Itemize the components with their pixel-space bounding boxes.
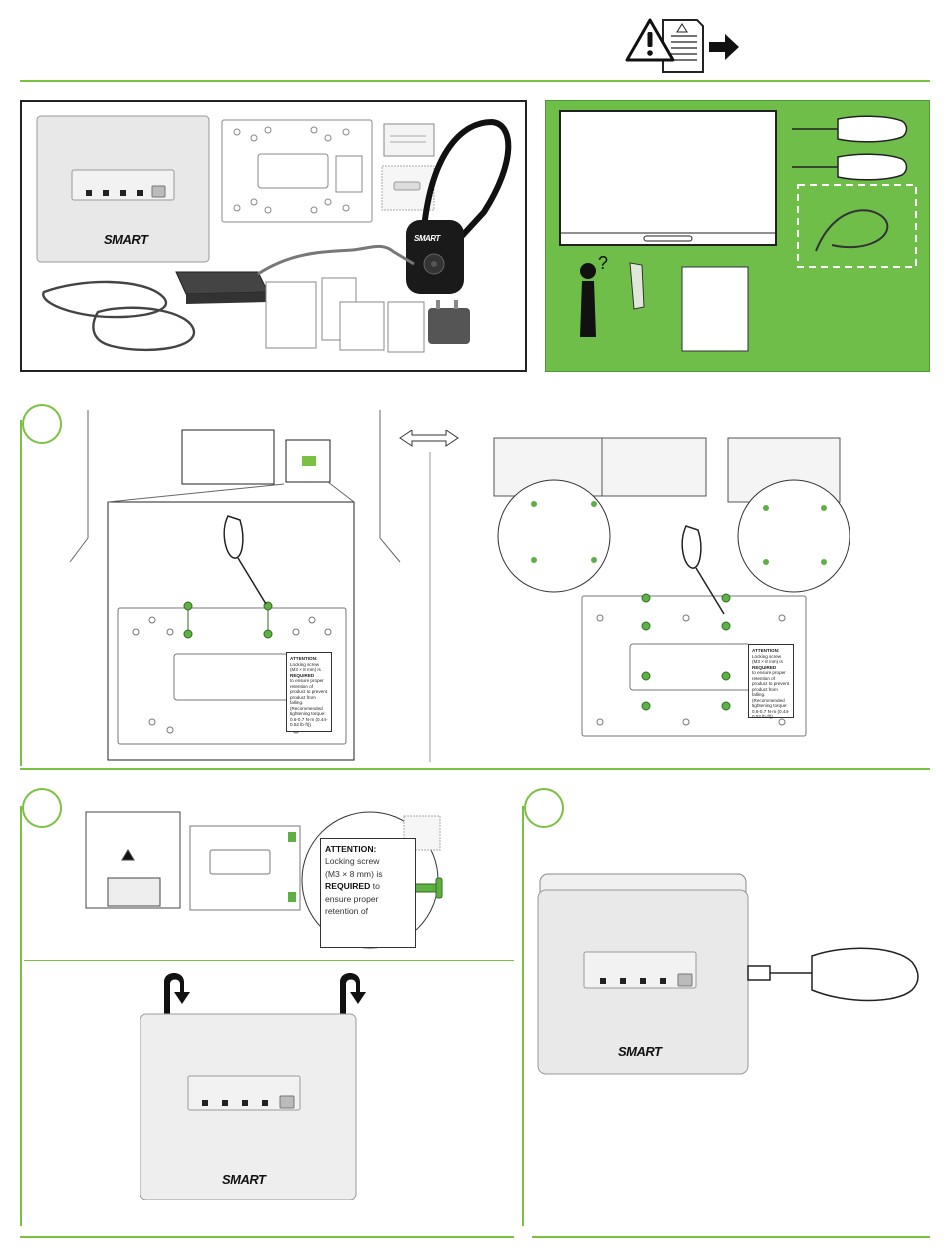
document-icon [662,19,704,73]
step-1-diagram: ATTENTION: Locking screw (M3 × 8 mm) is … [60,408,440,766]
label-card-illustration [383,123,435,157]
header-rule [20,80,930,82]
attention-line-4: to ensure proper retention of product to… [752,670,790,719]
attention-line-4: ensure proper [325,893,379,904]
display-illustration [559,110,777,246]
user-supplied-panel: ? [545,100,930,372]
brand-logo: SMART [104,232,148,247]
attention-line-2: (M3 × 8 mm) is [290,667,321,672]
attention-required: REQUIRED [325,881,371,892]
cables-illustration [42,280,196,352]
step-3-bottom-rule [532,1236,930,1238]
step-3-diagram: SMART [536,872,926,1080]
step-2-bottom-rule [20,1236,514,1238]
remote-lanyard-illustration [406,118,512,294]
step-1-bottom-rule [20,768,930,770]
step-2-rule [20,806,22,1226]
screw-green [641,593,731,711]
step-2-mount-diagram: SMART [139,968,380,1201]
attention-required: REQUIRED [290,672,315,678]
user-with-question-illustration: ? [580,253,645,337]
screwdriver-illustration [223,515,267,605]
documents-illustration [265,277,425,353]
step-2-mid-rule [24,960,514,961]
alternative-arrow [396,429,462,766]
wall-adapter-illustration [428,300,470,344]
zoom-circle [497,479,851,593]
appliance-back-view [85,811,181,909]
header-warning-graphic [625,14,745,76]
attention-line-5: retention of [325,906,368,917]
attention-label-large: ATTENTION: Locking screw (M3 × 8 mm) is … [320,838,416,948]
wall-mount-diagram [69,410,401,761]
warning-triangle-icon [625,18,675,62]
step-1-circle [22,404,62,444]
attention-line-1: Locking screw [290,661,320,667]
screwdriver-illustration [792,115,908,181]
attention-title: ATTENTION: [325,844,377,854]
brand-logo: SMART [618,1044,662,1059]
attention-line-2: (M3 × 8 mm) is [325,868,383,879]
attention-label-small: ATTENTION: Locking screw (M3 × 8 mm) is … [286,652,332,732]
attention-line-3: to [370,881,380,892]
screw-green [183,601,273,639]
attention-line-1: Locking screw [325,856,380,867]
step-1-rule [20,420,22,766]
step-2-circle [22,788,62,828]
locking-screw-illustration [409,877,443,899]
kit-contents-panel: SMART SMART [20,100,527,372]
attention-line-4: to ensure proper retention of product to… [290,678,328,727]
svg-text:?: ? [598,253,608,273]
bracket-attach [189,825,301,911]
screwdriver-illustration [681,525,725,615]
attention-title: ATTENTION: [752,648,780,653]
remote-brand-logo: SMART [414,234,440,243]
appliance-illustration [36,115,210,263]
rotate-arrow-icon [164,973,366,1018]
quick-start-guide-illustration [681,266,749,352]
step-1-alt-diagram: ATTENTION: Locking screw (M3 × 8 mm) is … [490,436,851,740]
screwdriver-illustration [747,947,919,1002]
brand-logo: SMART [222,1172,266,1187]
attention-line-2: (M3 × 8 mm) is [752,659,783,664]
step-2-diagram: ATTENTION: Locking screw (M3 × 8 mm) is … [80,806,460,954]
optional-cable-box [797,184,917,268]
attention-label-small-alt: ATTENTION: Locking screw (M3 × 8 mm) is … [748,644,794,719]
mounting-bracket-illustration [221,119,373,223]
attention-required: REQUIRED [752,664,777,670]
arrow-right-icon [709,34,739,60]
step-3-circle [524,788,564,828]
attention-line-1: Locking screw [752,653,782,659]
attention-title: ATTENTION: [290,656,318,661]
step-3-rule [522,806,524,1226]
